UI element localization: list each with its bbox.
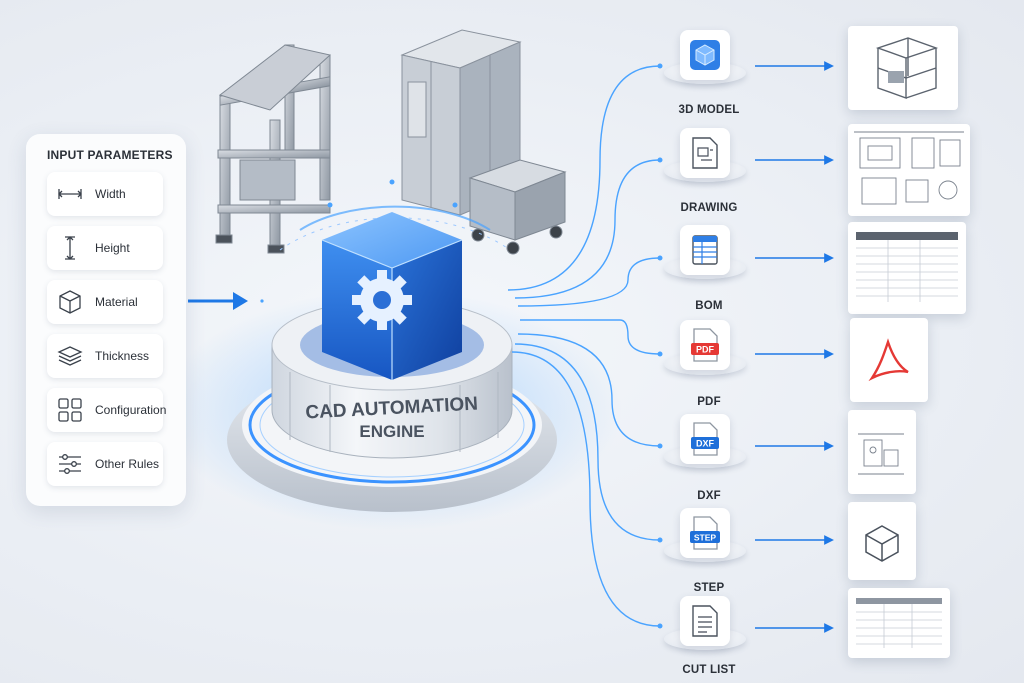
output-3d-model[interactable] xyxy=(680,30,730,80)
pdf-file-icon: PDF xyxy=(689,327,721,363)
param-label: Material xyxy=(95,295,138,309)
param-label: Height xyxy=(95,241,130,255)
param-label: Other Rules xyxy=(95,457,159,471)
document-icon xyxy=(690,604,720,638)
input-arrow xyxy=(188,292,264,310)
grid-icon xyxy=(57,397,83,423)
machine-cart-illustration xyxy=(470,160,565,254)
thumbnail-step xyxy=(848,502,916,580)
cube-icon xyxy=(57,289,83,315)
width-icon xyxy=(57,186,83,202)
param-thickness[interactable]: Thickness xyxy=(47,334,163,378)
output-label: 3D MODEL xyxy=(649,104,769,116)
table-icon xyxy=(848,222,966,314)
output-label: BOM xyxy=(649,300,769,312)
output-drawing[interactable] xyxy=(680,128,730,178)
svg-text:STEP: STEP xyxy=(694,533,717,543)
automation-engine: CAD AUTOMATION ENGINE xyxy=(227,212,557,512)
output-label: PDF xyxy=(649,396,769,408)
param-label: Thickness xyxy=(95,349,149,363)
thumbnail-cut-list xyxy=(848,588,950,658)
step-file-icon: STEP xyxy=(689,515,721,551)
param-height[interactable]: Height xyxy=(47,226,163,270)
svg-text:PDF: PDF xyxy=(696,345,715,355)
sliders-icon xyxy=(57,453,83,475)
thumbnail-pdf xyxy=(850,318,928,402)
param-label: Configuration xyxy=(95,403,166,417)
output-label: DXF xyxy=(649,490,769,502)
output-label: DRAWING xyxy=(649,202,769,214)
layers-icon xyxy=(57,345,83,367)
param-width[interactable]: Width xyxy=(47,172,163,216)
cad-sketch-icon xyxy=(848,410,916,494)
thumbnail-3d-model xyxy=(848,26,958,110)
output-label: STEP xyxy=(649,582,769,594)
drawing-icon xyxy=(690,136,720,170)
param-material[interactable]: Material xyxy=(47,280,163,324)
table-icon xyxy=(848,588,950,658)
param-configuration[interactable]: Configuration xyxy=(47,388,163,432)
acrobat-icon xyxy=(850,318,928,402)
output-arrows xyxy=(755,66,832,628)
thumbnail-dxf xyxy=(848,410,916,494)
param-label: Width xyxy=(95,187,126,201)
param-other-rules[interactable]: Other Rules xyxy=(47,442,163,486)
output-bom[interactable] xyxy=(680,225,730,275)
engine-title-line2: ENGINE xyxy=(359,422,424,441)
dxf-file-icon: DXF xyxy=(689,421,721,457)
output-label: CUT LIST xyxy=(649,664,769,676)
height-icon xyxy=(57,235,83,261)
gear-icon xyxy=(352,270,412,330)
svg-text:DXF: DXF xyxy=(696,439,715,449)
input-parameters-panel: INPUT PARAMETERS Width Height Material T… xyxy=(26,134,186,506)
table-icon xyxy=(690,234,720,266)
cube-icon xyxy=(688,38,722,72)
panel-title: INPUT PARAMETERS xyxy=(47,148,173,162)
thumbnail-drawing xyxy=(848,124,970,216)
technical-drawing-icon xyxy=(848,124,970,216)
output-step[interactable]: STEP xyxy=(680,508,730,558)
output-cut-list[interactable] xyxy=(680,596,730,646)
output-pdf[interactable]: PDF xyxy=(680,320,730,370)
cube-icon xyxy=(848,502,916,580)
frame-model-icon xyxy=(848,26,958,110)
thumbnail-bom xyxy=(848,222,966,314)
output-dxf[interactable]: DXF xyxy=(680,414,730,464)
